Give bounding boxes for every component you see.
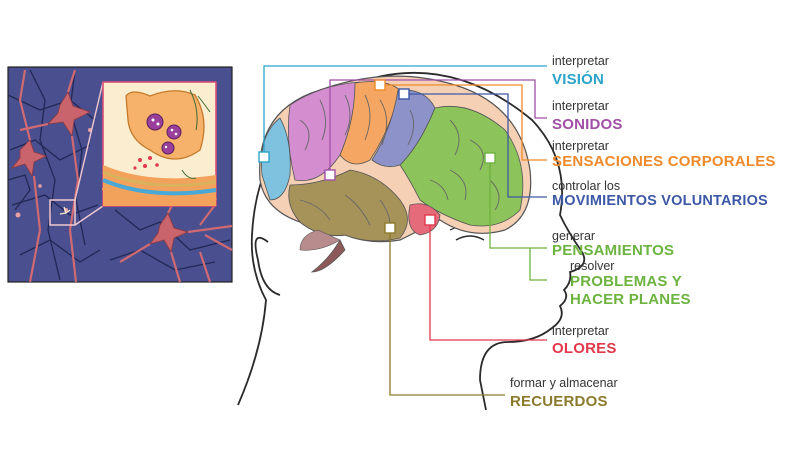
memory-leader	[389, 228, 505, 396]
sounds-term: SONIDOS	[552, 116, 623, 133]
movement-term: MOVIMIENTOS VOLUNTARIOS	[552, 193, 768, 209]
thinking-term: PENSAMIENTOS	[552, 242, 675, 259]
planning-verb: resolver	[570, 259, 615, 273]
memory-marker	[384, 222, 396, 234]
thinking-leader	[489, 158, 547, 249]
movement-leader	[404, 93, 547, 198]
movement-verb: controlar los	[552, 179, 621, 193]
planning-leader	[529, 248, 547, 281]
zoom-box	[49, 199, 76, 226]
body-verb: interpretar	[552, 139, 609, 153]
smell-marker	[424, 214, 436, 226]
movement-marker	[398, 88, 410, 100]
vision-leader	[263, 65, 547, 157]
thinking-verb: generar	[552, 229, 596, 243]
vision-marker	[258, 151, 270, 163]
planning-term-line1: PROBLEMAS Y	[570, 273, 682, 290]
memory-term: RECUERDOS	[510, 393, 608, 410]
vision-term: VISIÓN	[552, 71, 605, 88]
cerebellum	[299, 229, 341, 251]
thinking-marker	[484, 152, 496, 164]
sounds-verb: interpretar	[552, 99, 609, 113]
smell-leader	[429, 220, 547, 341]
sounds-leader	[329, 79, 547, 175]
vision-verb: interpretar	[552, 54, 609, 68]
body-leader	[380, 84, 547, 161]
memory-verb: formar y almacenar	[510, 376, 618, 390]
frontal-region	[399, 105, 524, 227]
body-term: SENSACIONES CORPORALES	[552, 153, 776, 170]
temporal-region	[288, 169, 408, 242]
smell-term: OLORES	[552, 340, 617, 357]
smell-verb: interpretar	[552, 324, 609, 338]
body-marker	[374, 79, 386, 91]
sounds-marker	[324, 169, 336, 181]
brainstem	[310, 239, 346, 273]
brain	[259, 75, 532, 273]
planning-term-line2: HACER PLANES	[570, 291, 691, 308]
synapse-inset	[101, 81, 217, 207]
